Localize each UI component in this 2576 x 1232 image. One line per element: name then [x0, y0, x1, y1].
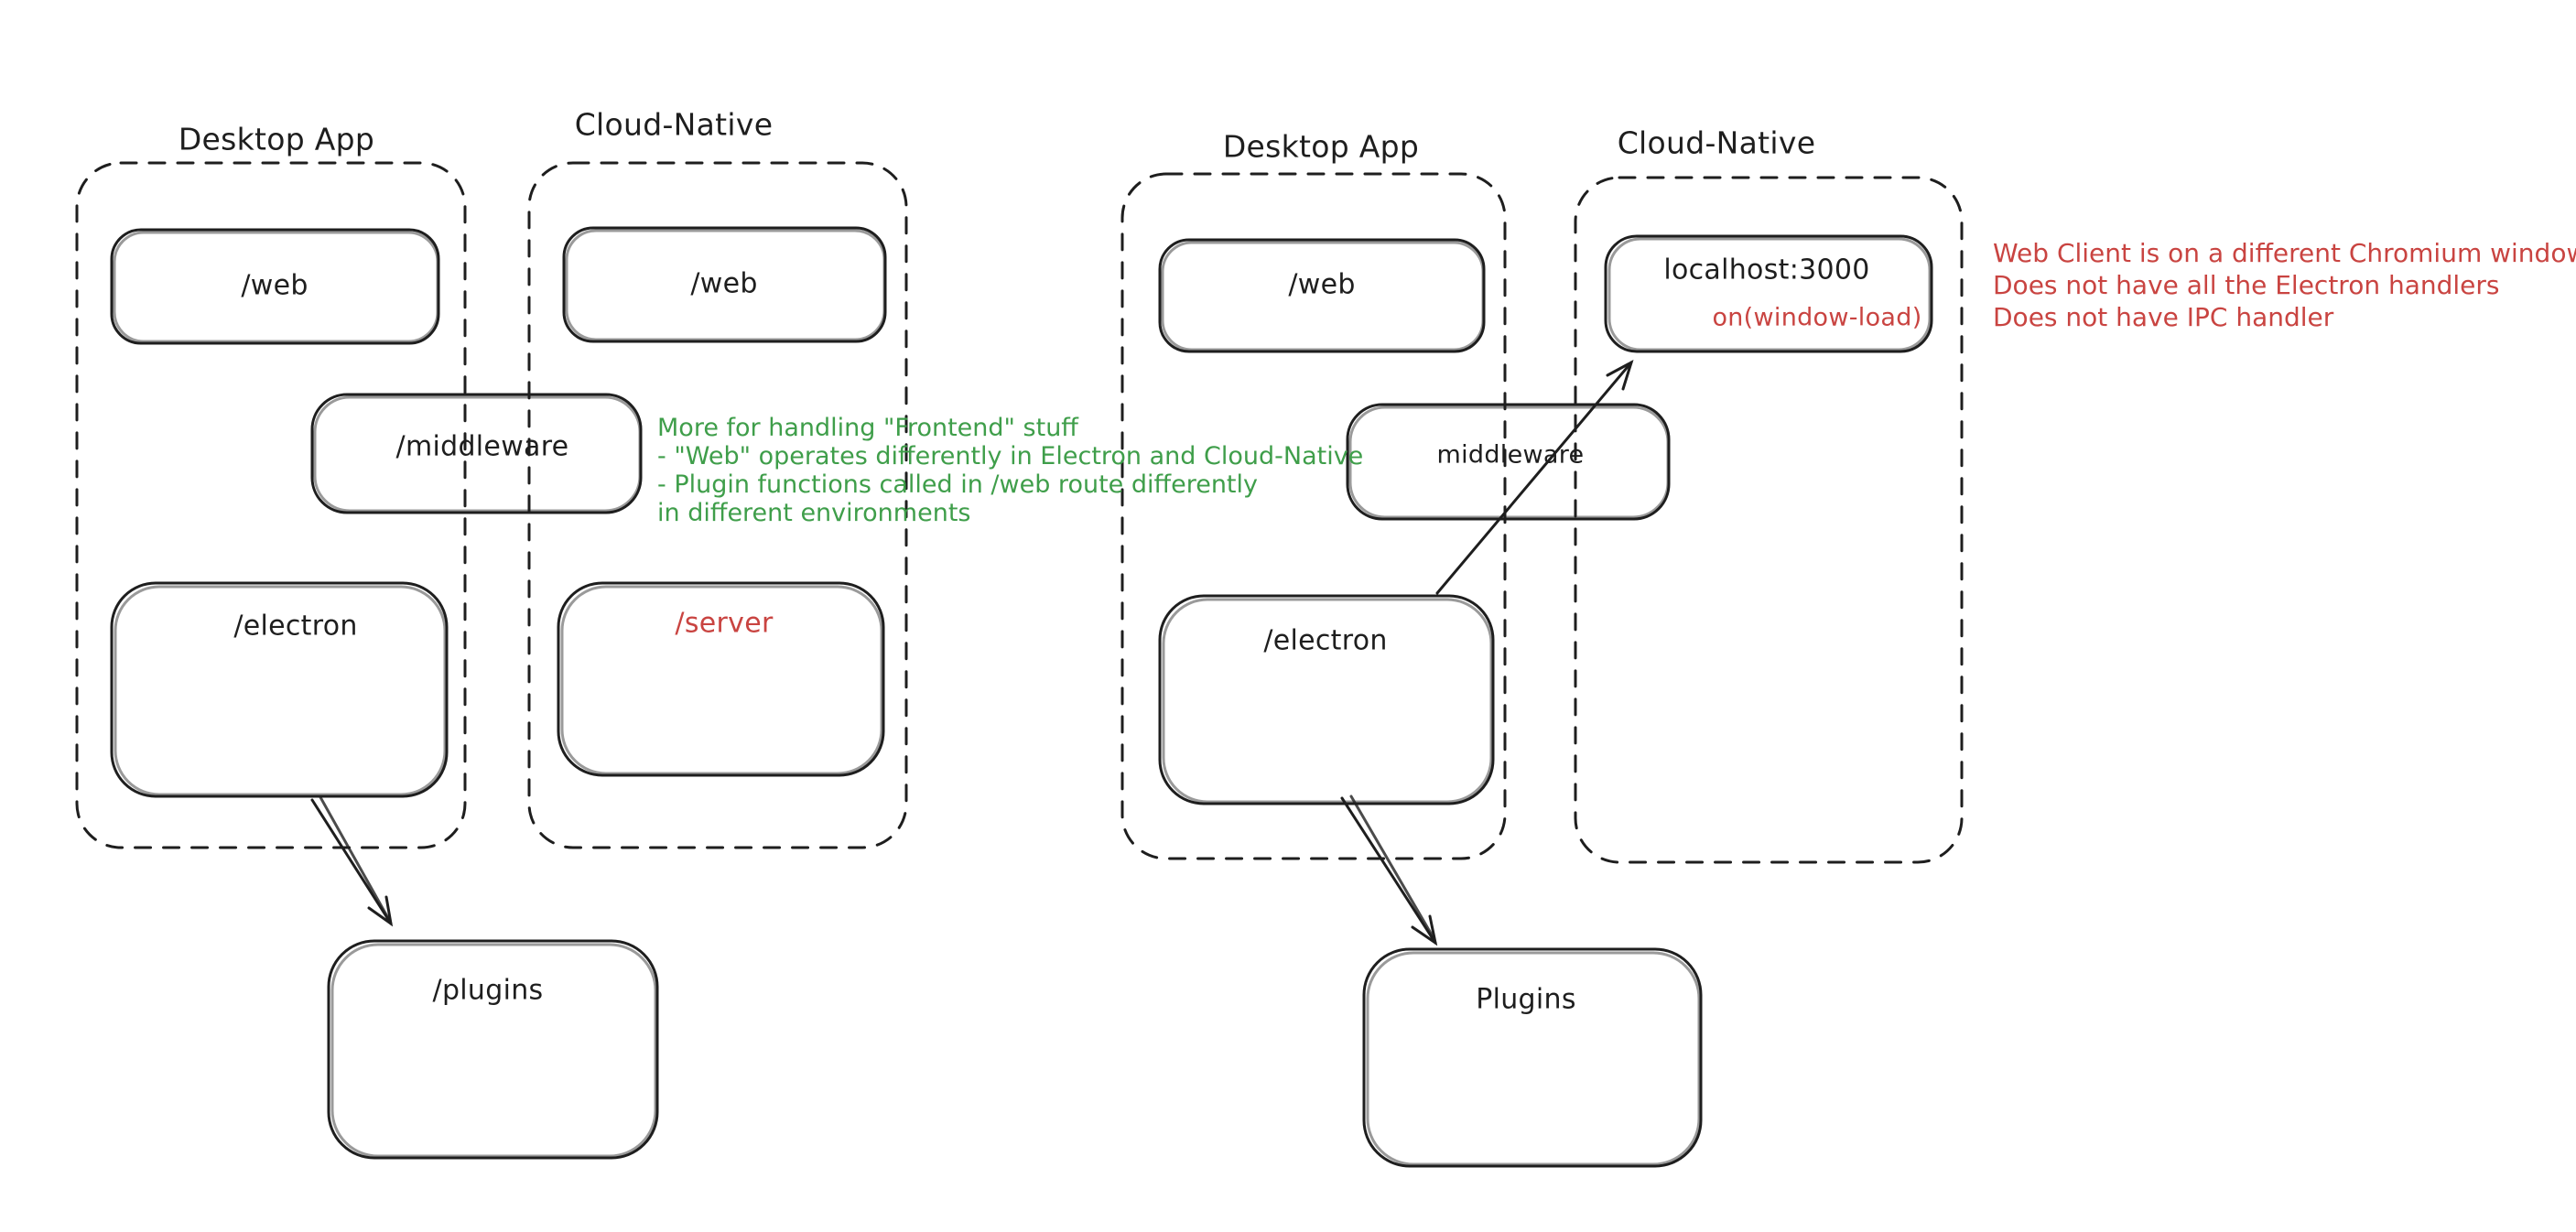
left-web-desktop-box [110, 228, 440, 345]
left-web-cloud-label: /web [690, 267, 758, 300]
right-localhost-box-sketch [1607, 237, 1932, 351]
left-web-desktop-box-sketch [113, 231, 439, 343]
left-electron-to-plugins-arrow [310, 795, 394, 927]
left-cloud-native-container [527, 161, 908, 849]
left-web-cloud-box-sketch [565, 229, 886, 341]
right-note-line-1: Web Client is on a different Chromium wi… [1993, 238, 2576, 268]
left-electron-box-sketch [114, 585, 447, 796]
right-desktop-app-container [1120, 172, 1507, 860]
left-note-line-4: in different environments [657, 499, 971, 527]
right-desktop-app-title: Desktop App [1222, 128, 1420, 165]
left-plugins-label: /plugins [432, 974, 544, 1007]
right-electron-box [1158, 594, 1495, 805]
left-electron-box [110, 581, 449, 798]
right-web-box-sketch [1161, 241, 1485, 351]
right-plugins-box-sketch [1366, 951, 1701, 1166]
right-web-box [1158, 238, 1486, 353]
left-web-cloud-box [562, 226, 887, 343]
right-web-label: /web [1288, 268, 1356, 301]
right-middleware-label: middleware [1436, 440, 1585, 470]
left-desktop-app-container [75, 161, 467, 849]
left-plugins-box [327, 939, 659, 1160]
right-note-line-2: Does not have all the Electron handlers [1993, 270, 2500, 300]
right-cloud-native-container [1574, 176, 1964, 864]
right-plugins-box [1362, 947, 1703, 1168]
left-note-line-3: - Plugin functions called in /web route … [657, 470, 1259, 499]
left-electron-label: /electron [233, 610, 358, 643]
right-window-load-label: on(window-load) [1712, 303, 1922, 332]
left-cloud-native-title: Cloud-Native [574, 106, 774, 143]
left-web-desktop-label: /web [241, 269, 308, 302]
left-server-box [557, 581, 885, 777]
left-server-label: /server [675, 607, 774, 640]
left-middleware-box-sketch [313, 395, 642, 513]
right-localhost-box [1604, 234, 1933, 353]
left-note-line-2: - "Web" operates differently in Electron… [657, 442, 1364, 470]
right-cloud-native-title: Cloud-Native [1617, 124, 1816, 161]
left-middleware-box [310, 393, 643, 514]
left-note: More for handling "Frontend" stuff - "We… [657, 414, 1363, 527]
right-note: Web Client is on a different Chromium wi… [1993, 237, 2576, 333]
left-note-line-1: More for handling "Frontend" stuff [657, 414, 1078, 442]
left-plugins-box-sketch [330, 943, 657, 1158]
right-localhost-label: localhost:3000 [1663, 254, 1870, 286]
right-electron-box-sketch [1162, 598, 1493, 804]
right-plugins-label: Plugins [1476, 983, 1576, 1016]
right-electron-to-localhost-arrow [1435, 359, 1634, 595]
right-electron-to-plugins-arrow [1340, 794, 1438, 946]
right-middleware-box [1346, 403, 1671, 521]
right-electron-label: /electron [1263, 624, 1388, 657]
left-middleware-label: /middleware [395, 430, 569, 463]
right-note-line-3: Does not have IPC handler [1993, 302, 2334, 332]
left-desktop-app-title: Desktop App [178, 121, 375, 157]
right-middleware-box-sketch [1348, 405, 1670, 519]
left-server-box-sketch [560, 585, 883, 775]
